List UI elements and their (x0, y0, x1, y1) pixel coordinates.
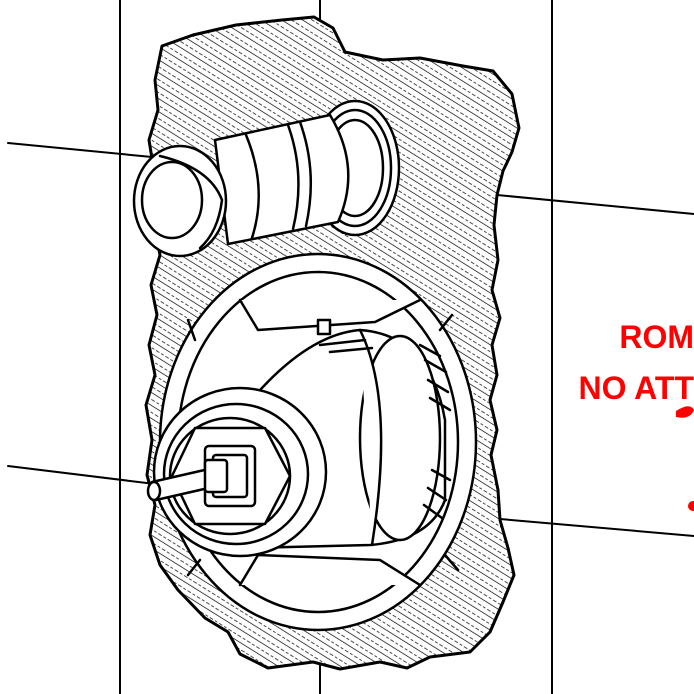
valve-spindle (146, 458, 229, 502)
tile-line-upper-left (7, 142, 153, 158)
tile-line-lower-left (7, 465, 156, 485)
warning-label-line2: NO ATT (578, 370, 694, 406)
tile-line-upper-right (496, 194, 694, 215)
warning-label-line1: ROM (619, 319, 694, 355)
mixer-valve-body (152, 328, 452, 558)
tile-line-lower-right (499, 518, 694, 537)
warning-marks (676, 406, 694, 511)
red-dot-lower (688, 501, 694, 511)
capped-pipe-outlet (132, 99, 401, 258)
red-drop-upper (676, 406, 694, 418)
